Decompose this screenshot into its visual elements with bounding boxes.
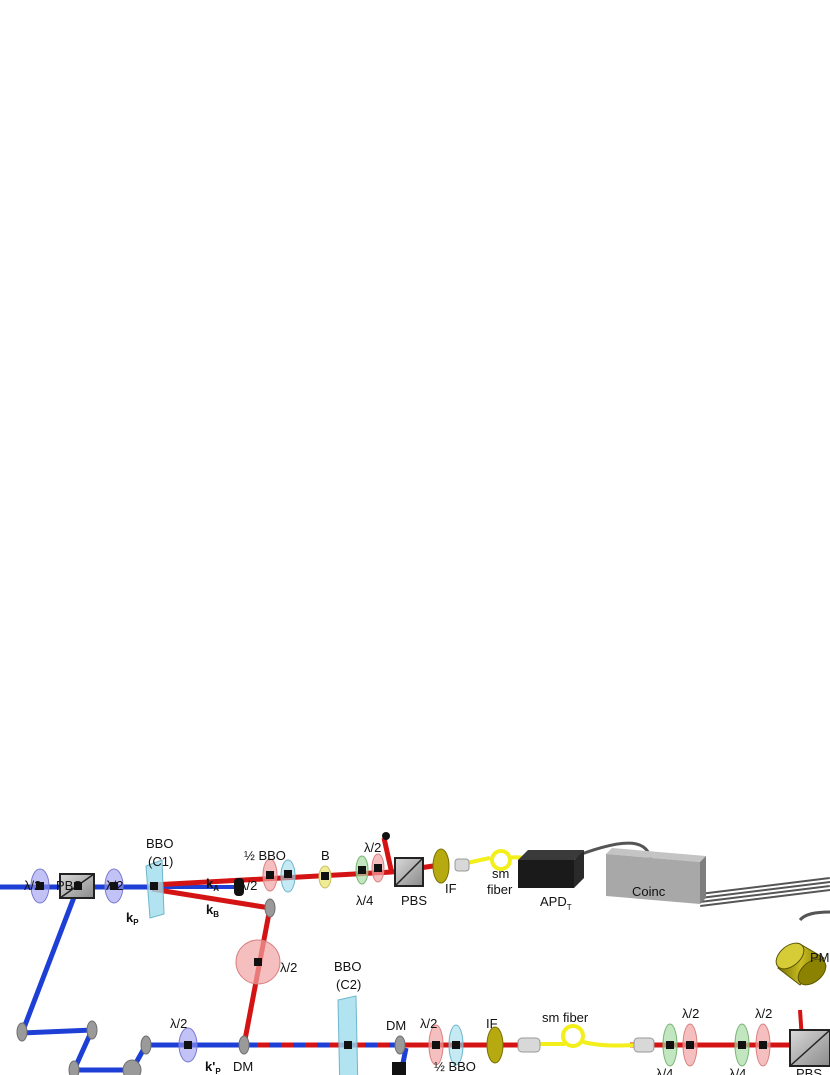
label-hwp-b: λ/2 (280, 960, 297, 975)
label-c2: (C2) (336, 977, 361, 992)
label-half-bbo-upper: ½ BBO (244, 848, 286, 863)
label-sm-fiber-lower: sm fiber (542, 1010, 589, 1025)
label-half-bbo-lower: ½ BBO (434, 1059, 476, 1074)
label-apd-t: APDT (540, 894, 572, 912)
label-if-lower: IF (486, 1016, 498, 1031)
label-pump-hwp-2: λ/2 (106, 878, 123, 893)
coinc-output-cables (699, 877, 830, 907)
label-hwp-lower-2: λ/2 (682, 1006, 699, 1021)
label-hwp-a: λ/2 (240, 878, 257, 893)
label-dm-2: DM (386, 1018, 406, 1033)
power-meter-icon (775, 942, 827, 986)
label-hwp-lower-3: λ/2 (755, 1006, 772, 1021)
component-mount-markers (36, 864, 767, 1049)
label-qwp-lower-2: λ/4 (729, 1066, 746, 1075)
label-qwp-lower-1: λ/4 (656, 1066, 673, 1075)
label-coinc: Coinc (632, 884, 666, 899)
pm-cable (798, 910, 830, 922)
label-k-a: kA (206, 876, 219, 893)
apd-detector-icon (518, 850, 584, 888)
label-hwp-a2: λ/2 (364, 840, 381, 855)
label-pump-hwp-1: λ/2 (24, 878, 41, 893)
label-pump-hwp-3: λ/2 (170, 1016, 187, 1031)
label-k-prime-p: k'P (205, 1059, 221, 1075)
label-c1: (C1) (148, 854, 173, 869)
label-pbs-a: PBS (401, 893, 427, 908)
label-bbo-c1: BBO (146, 836, 173, 851)
label-k-b: kB (206, 902, 219, 919)
beam-dump-icon (234, 832, 406, 1075)
label-pbs-lower: PBS (796, 1066, 822, 1075)
label-hwp-lower-1: λ/2 (420, 1016, 437, 1031)
label-bbo-c2: BBO (334, 959, 361, 974)
label-pm: PM (810, 950, 830, 965)
label-compensator-b: B (321, 848, 330, 863)
label-fiber-upper: fiber (487, 882, 513, 897)
label-if-upper: IF (445, 881, 457, 896)
pbs-cube-icon (59, 857, 830, 1067)
sm-fiber-lower (540, 1024, 637, 1048)
label-qwp-a: λ/4 (356, 893, 373, 908)
label-k-p: kP (126, 910, 139, 927)
label-pbs-pump: PBS (56, 878, 82, 893)
interference-filter-icon (432, 848, 504, 1064)
label-dm-1: DM (233, 1059, 253, 1074)
fiber-coupler-icon (454, 858, 655, 1053)
label-sm-upper: sm (492, 866, 509, 881)
mirror-icon (16, 898, 406, 1075)
coincidence-unit-icon (606, 848, 706, 904)
